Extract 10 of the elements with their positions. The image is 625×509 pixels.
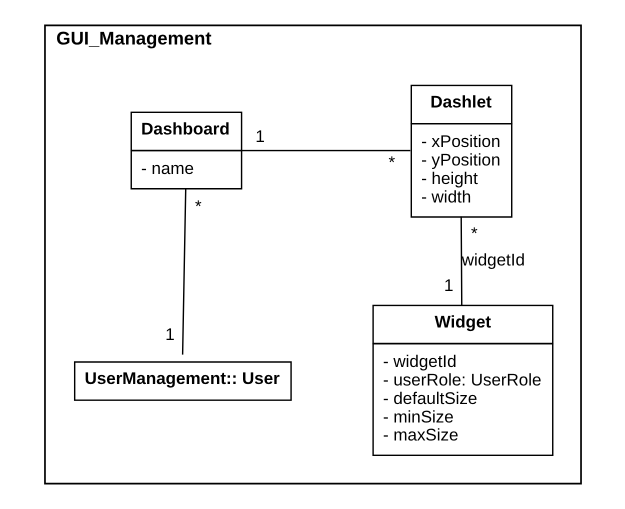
label: 1 [254,126,264,146]
label: * [470,224,478,244]
connector [241,150,410,152]
connector [460,216,462,306]
label: 1 [164,325,174,344]
label: 1 [443,276,453,296]
edge-label: widgetId [461,250,524,270]
label: * [194,197,202,216]
label: * [388,152,395,172]
connector [181,188,186,355]
